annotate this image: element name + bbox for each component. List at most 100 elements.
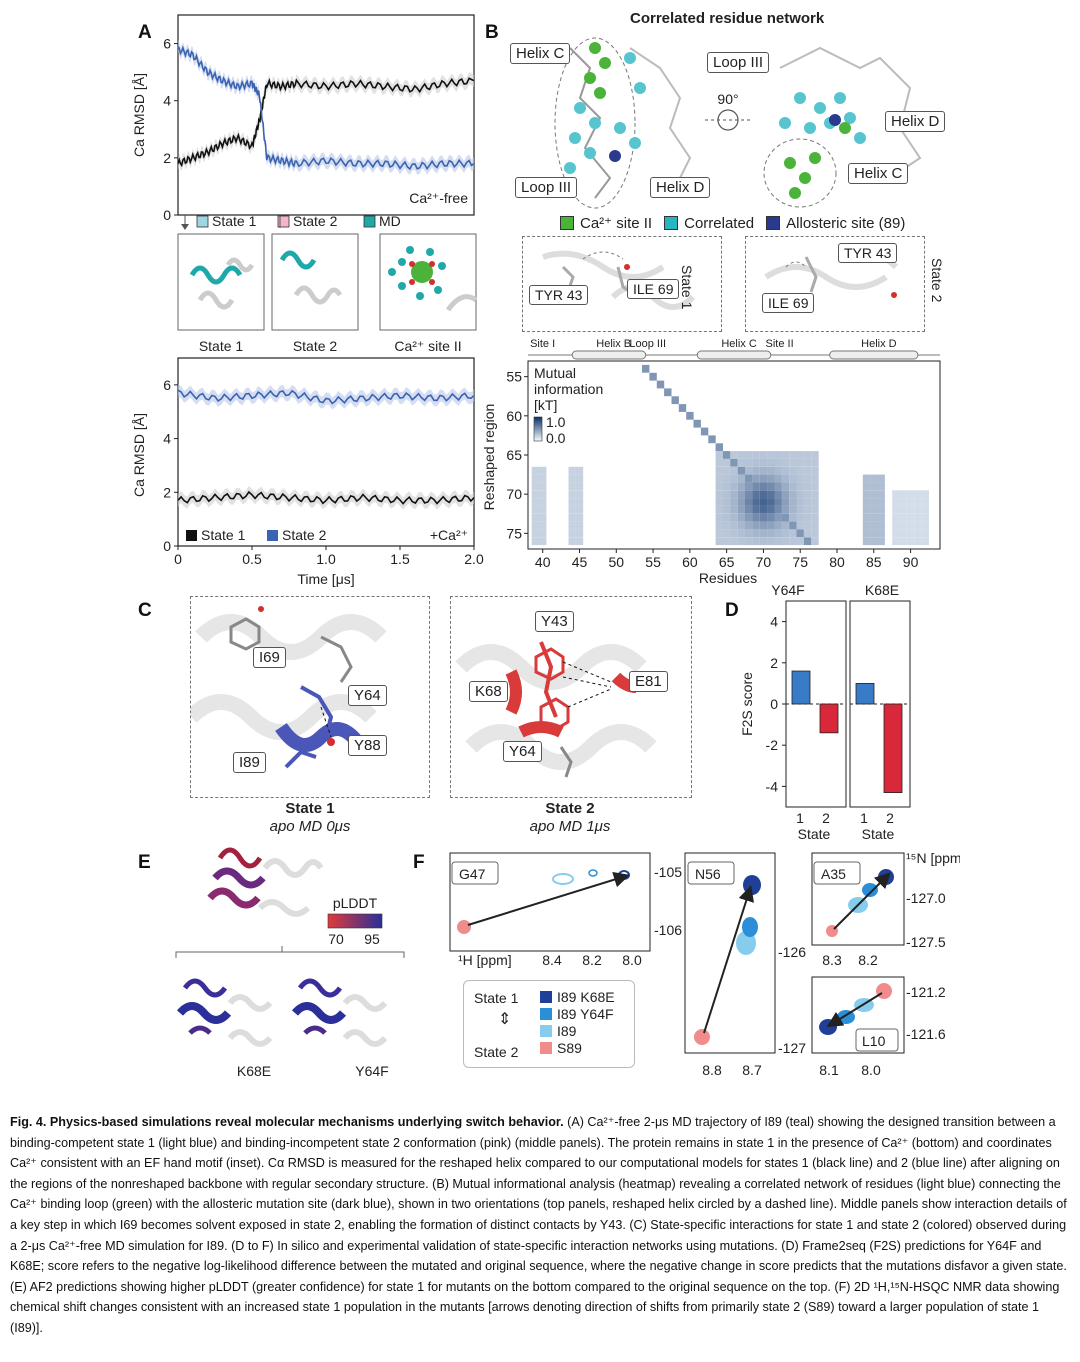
nmr-g47-arrow xyxy=(467,871,630,926)
heatmap-cell xyxy=(715,490,723,499)
state2-interaction-box: Y43 K68 E81 Y64 xyxy=(450,596,692,798)
nmr-legend-double-arrow-icon: ⇕ xyxy=(498,1011,512,1028)
heatmap-cell xyxy=(715,498,723,506)
nmr-legend-swatch-y64f xyxy=(540,1008,552,1020)
label-y64-state2: Y64 xyxy=(503,741,542,762)
heatmap-cell xyxy=(789,498,797,506)
heatmap-cell xyxy=(862,513,871,522)
heatmap-cell xyxy=(811,537,819,546)
nmr-l10-xtick-1: 8.1 xyxy=(819,1062,839,1078)
heatmap-cell xyxy=(877,490,885,499)
heatmap-cell xyxy=(892,537,900,546)
nmr-figure: G47 ¹H [ppm] 8.4 8.2 8.0 -105 -106 N56 8… xyxy=(449,850,960,1078)
heatmap-cell xyxy=(708,435,716,444)
heatmap-cell xyxy=(862,529,871,538)
heatmap-cell xyxy=(803,513,812,522)
rmsd-band-0 xyxy=(178,72,474,172)
heatmap-cell xyxy=(892,490,900,499)
heatmap-cell xyxy=(759,451,768,459)
heatmap-cell xyxy=(568,466,576,475)
heatmap-cell xyxy=(715,482,723,491)
heatmap-cell xyxy=(789,451,797,459)
heatmap-cell xyxy=(781,505,790,514)
heatmap-cell xyxy=(781,490,790,499)
legend-swatch-allosteric xyxy=(766,216,781,230)
heatmap-cell xyxy=(899,529,907,538)
heatmap-cell xyxy=(531,498,540,506)
nmr-l10-ytick-2: -121.6 xyxy=(906,1026,946,1042)
heatmap-cell xyxy=(781,482,790,491)
heatmap-cell xyxy=(914,521,922,530)
heatmap-cell xyxy=(870,474,878,483)
heatmap-cell xyxy=(774,529,782,538)
heatmap-cell xyxy=(914,490,922,499)
rmsd-ytick-label: 4 xyxy=(163,431,171,447)
callout-helix-d-right: Helix D xyxy=(885,111,946,132)
heatmap-cell xyxy=(759,498,768,506)
rmsd-xtick-label: 1.0 xyxy=(316,551,336,567)
heatmap-cell xyxy=(862,490,871,499)
rmsd-bottom-annotation: +Ca²⁺ xyxy=(430,527,468,543)
heatmap-xtick-label: 60 xyxy=(682,554,698,570)
f2s-bar-k68e-state2 xyxy=(883,703,903,793)
network-legend: Ca²⁺ site II Correlated Allosteric site … xyxy=(560,214,905,232)
legend-label-correlated: Correlated xyxy=(684,214,755,232)
callout-loop-iii-right: Loop III xyxy=(707,52,770,73)
heatmap-cell xyxy=(693,419,701,428)
heatmap-cell xyxy=(774,505,782,514)
rmsd-ytick-label: 2 xyxy=(163,150,171,166)
heatmap-cell xyxy=(752,458,760,467)
nmr-n56-xtick-1: 8.8 xyxy=(702,1062,722,1078)
heatmap-cell xyxy=(774,482,782,491)
heatmap-cell xyxy=(531,529,540,538)
heatmap-cell xyxy=(877,521,885,530)
heatmap-cell xyxy=(803,529,812,538)
heatmap-cell xyxy=(531,490,540,499)
heatmap-cell xyxy=(781,498,790,506)
heatmap-cell xyxy=(914,529,922,538)
heatmap-cell xyxy=(906,490,915,499)
heatmap-cell xyxy=(737,451,746,459)
thumb-state1-structure xyxy=(189,257,255,310)
heatmap-cell xyxy=(767,451,775,459)
heatmap-cell xyxy=(678,404,687,412)
nmr-n56-xtick-2: 8.7 xyxy=(742,1062,762,1078)
heatmap-cell xyxy=(803,505,812,514)
nmr-legend-swatch-k68e xyxy=(540,991,552,1003)
heatmap-cell xyxy=(789,474,797,483)
legend-swatch-bottom-state1 xyxy=(186,530,197,541)
heatmap-xtick-label: 70 xyxy=(756,554,772,570)
heatmap-cell xyxy=(811,466,819,475)
nmr-a35-ytick-2: -127.5 xyxy=(906,934,946,950)
topology-label: Loop III xyxy=(629,338,666,350)
heatmap-cell xyxy=(811,482,819,491)
state2-subtitle: apo MD 1μs xyxy=(529,818,611,835)
nmr-n56-ytick-1: -126 xyxy=(778,944,806,960)
heatmap-cell xyxy=(759,474,768,483)
nmr-a35-xtick-2: 8.2 xyxy=(858,952,878,968)
heatmap-cell xyxy=(767,521,775,530)
nmr-l10-xtick-2: 8.0 xyxy=(861,1062,881,1078)
heatmap-cell xyxy=(803,537,812,546)
heatmap-cell xyxy=(774,490,782,499)
nmr-n56-i89-peak xyxy=(736,931,756,955)
heatmap-cell xyxy=(730,451,738,459)
nmr-n56-s89-peak xyxy=(694,1029,710,1045)
heatmap-cell xyxy=(774,521,782,530)
heatmap-cell xyxy=(877,498,885,506)
heatmap-cell xyxy=(531,474,540,483)
rmsd-top-ylabel: Ca RMSD [Å] xyxy=(131,73,147,157)
heatmap-cell xyxy=(737,466,746,475)
heatmap-cell xyxy=(774,451,782,459)
heatmap-cell xyxy=(811,505,819,514)
heatmap-cell xyxy=(877,537,885,546)
heatmap-cell xyxy=(774,513,782,522)
rmsd-band-0 xyxy=(178,486,474,510)
heatmap-cell xyxy=(796,458,804,467)
heatmap-ytick-label: 65 xyxy=(506,447,522,463)
heatmap-cell xyxy=(803,490,812,499)
rmsd-line-state-2 xyxy=(177,389,475,405)
nmr-g47-xtick-3: 8.0 xyxy=(622,952,642,968)
heatmap-cell xyxy=(531,513,540,522)
heatmap-cell xyxy=(781,474,790,483)
